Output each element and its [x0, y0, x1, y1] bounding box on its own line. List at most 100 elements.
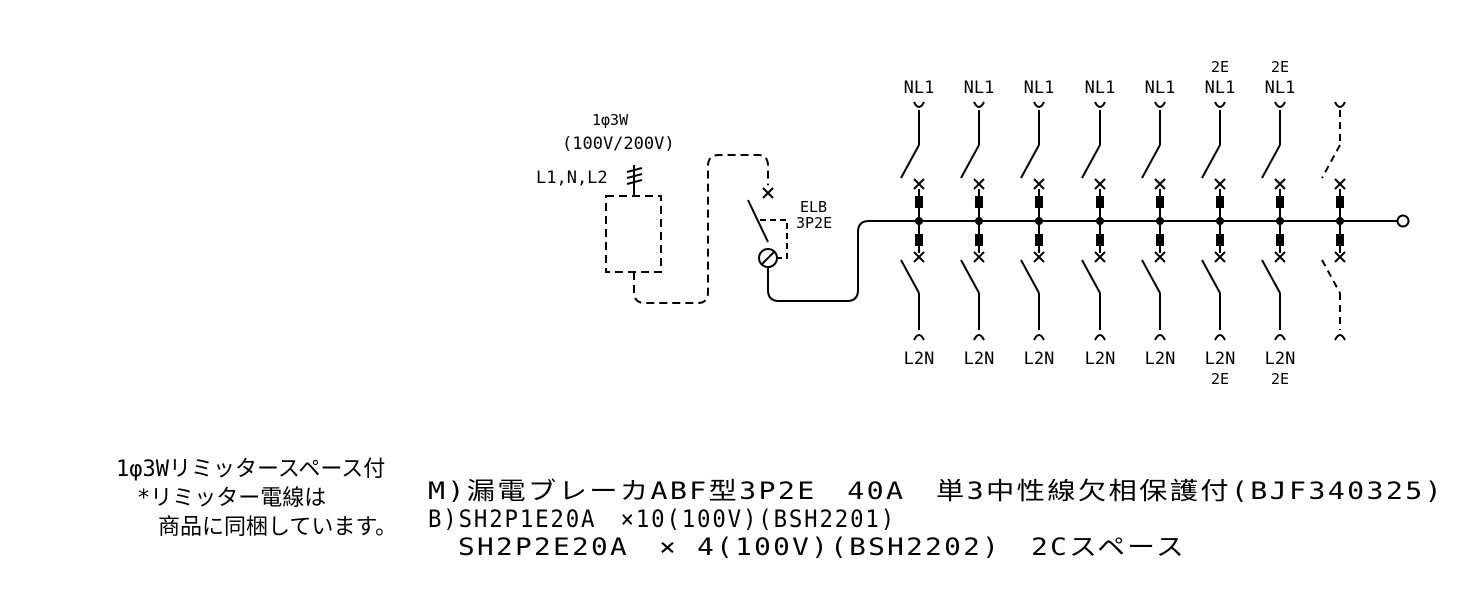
lower-switch-blade	[1201, 259, 1221, 294]
circuit-bottom-label: L2N	[1265, 349, 1296, 369]
circuit-top-label: NL1	[1145, 78, 1176, 98]
cross-mark	[1214, 251, 1226, 263]
branch-breaker	[1020, 101, 1045, 341]
cross-mark	[973, 251, 985, 263]
cross-mark	[1214, 178, 1226, 190]
elb-name-label: ELB	[800, 198, 827, 216]
bus-dot	[915, 217, 923, 225]
bus-clip-top	[1035, 196, 1043, 208]
terminal-cup-top	[913, 101, 925, 108]
circuit-top-label: NL1	[904, 78, 935, 98]
elb-poles-label: 3P2E	[796, 214, 832, 232]
lower-switch-blade	[1020, 259, 1040, 294]
circuit-top-label: NL1	[964, 78, 995, 98]
terminal-cup-top	[1094, 101, 1106, 108]
cross-mark	[1334, 178, 1346, 190]
terminal-cup-top	[1154, 101, 1166, 108]
lower-switch-blade	[960, 259, 980, 294]
terminal-cup-top	[1334, 101, 1346, 108]
upper-switch-blade	[1081, 144, 1101, 179]
bus-clip-top	[1156, 196, 1164, 208]
circuit-bottom-suffix: 2E	[1271, 370, 1289, 388]
upper-switch-blade	[1020, 144, 1040, 179]
bus-dot	[1156, 217, 1164, 225]
upper-switch-blade	[1141, 144, 1161, 179]
bus-dot	[1216, 217, 1224, 225]
bus-dot	[1096, 217, 1104, 225]
elb-main-breaker	[747, 187, 1410, 302]
terminal-cup-bottom	[973, 334, 985, 341]
bus-clip-bottom	[975, 234, 983, 246]
upper-switch-blade	[1321, 144, 1341, 179]
supply-wires-label: L1,N,L2	[536, 168, 608, 188]
upper-switch-blade	[900, 144, 920, 179]
bus-clip-bottom	[1156, 234, 1164, 246]
supply-phase-label: 1φ3W	[592, 111, 629, 129]
cross-mark	[1274, 178, 1286, 190]
terminal-cup-top	[1214, 101, 1226, 108]
terminal-cup-bottom	[1094, 334, 1106, 341]
limiter-to-elb-wire	[633, 154, 769, 304]
terminal-cup-bottom	[1154, 334, 1166, 341]
bus-dot	[1035, 217, 1043, 225]
bus-clip-bottom	[1035, 234, 1043, 246]
cross-mark	[973, 178, 985, 190]
cross-mark	[1154, 178, 1166, 190]
branch-breaker	[1141, 101, 1166, 341]
cross-mark	[1094, 178, 1106, 190]
limiter-space-box	[605, 195, 662, 273]
bus-clip-top	[975, 196, 983, 208]
upper-switch-blade	[1261, 144, 1281, 179]
circuit-bottom-suffix: 2E	[1211, 370, 1229, 388]
branch-circuits: NL1L2NNL1L2NNL1L2NNL1L2NNL1L2N2ENL1L2N2E…	[900, 58, 1346, 388]
terminal-cup-bottom	[1214, 334, 1226, 341]
branch-breaker	[960, 101, 985, 341]
lower-switch-blade	[1081, 259, 1101, 294]
terminal-cup-top	[1274, 101, 1286, 108]
circuit-top-label: NL1	[1024, 78, 1055, 98]
cross-mark	[913, 251, 925, 263]
bus-dot	[975, 217, 983, 225]
upper-switch-blade	[1201, 144, 1221, 179]
note-limiter-space: 1φ3Wリミッタースペース付	[116, 457, 385, 482]
circuit-top-prefix: 2E	[1211, 58, 1229, 76]
terminal-cup-bottom	[1033, 334, 1045, 341]
cross-mark	[1033, 178, 1045, 190]
supply-voltage-label: (100V/200V)	[562, 134, 675, 154]
lower-switch-blade	[1141, 259, 1161, 294]
circuit-bottom-label: L2N	[1145, 349, 1176, 369]
circuit-top-label: NL1	[1205, 78, 1236, 98]
upper-switch-blade	[960, 144, 980, 179]
spec-main-breaker: M)漏電ブレーカABF型3P2E 40A 単3中性線欠相保護付(BJF34032…	[428, 477, 1444, 505]
circuit-top-prefix: 2E	[1271, 58, 1289, 76]
circuit-bottom-label: L2N	[1085, 349, 1116, 369]
circuit-top-label: NL1	[1265, 78, 1296, 98]
cross-mark	[1334, 251, 1346, 263]
incoming-cable	[626, 165, 643, 196]
bus-clip-bottom	[915, 234, 923, 246]
bus-dot	[1276, 217, 1284, 225]
cross-mark	[913, 178, 925, 190]
cross-mark	[1154, 251, 1166, 263]
note-included: 商品に同梱しています。	[158, 515, 397, 540]
bus-clip-top	[1216, 196, 1224, 208]
branch-breaker	[1201, 101, 1226, 341]
circuit-bottom-label: L2N	[964, 349, 995, 369]
bus-clip-top	[1276, 196, 1284, 208]
bus-clip-bottom	[1336, 234, 1344, 246]
bus-clip-bottom	[1276, 234, 1284, 246]
spec-branch-2e: SH2P2E20A × 4(100V)(BSH2202) 2Cスペース	[428, 533, 1186, 561]
note-limiter-wire: *リミッター電線は	[137, 486, 326, 511]
circuit-bottom-label: L2N	[1205, 349, 1236, 369]
branch-breaker	[1321, 101, 1346, 341]
terminal-cup-top	[1033, 101, 1045, 108]
branch-breaker	[1261, 101, 1286, 341]
circuit-bottom-label: L2N	[904, 349, 935, 369]
terminal-cup-bottom	[913, 334, 925, 341]
spec-branch-1e: B)SH2P1E20A ×10(100V)(BSH2201)	[428, 505, 896, 533]
bus-clip-top	[1336, 196, 1344, 208]
cross-mark	[1094, 251, 1106, 263]
cross-mark	[1033, 251, 1045, 263]
circuit-top-label: NL1	[1085, 78, 1116, 98]
lower-switch-blade	[1321, 259, 1341, 294]
